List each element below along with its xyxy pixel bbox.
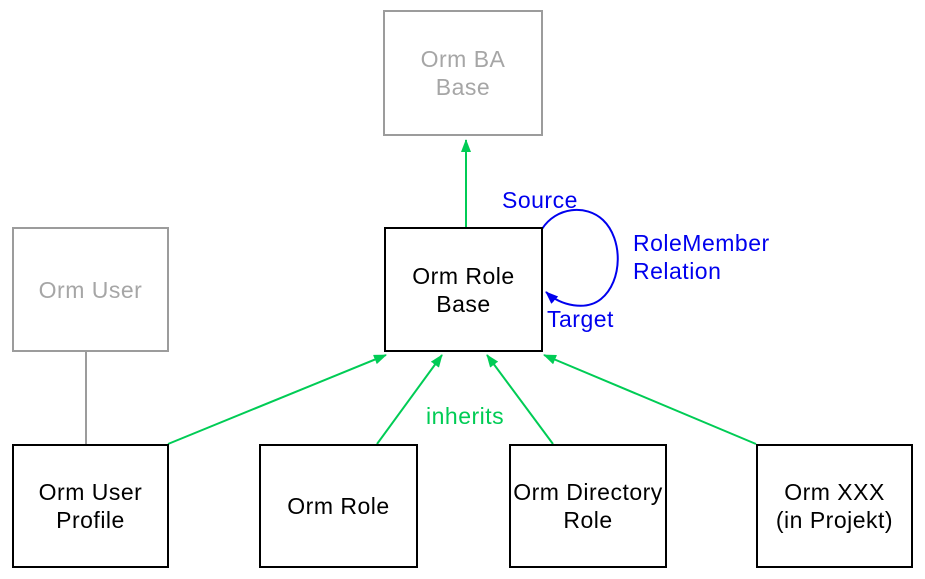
class-box-orm-user: Orm User	[12, 227, 169, 352]
rolemember-relation-self-loop	[541, 208, 619, 307]
relation-end-label-target: Target	[547, 306, 614, 332]
relation-name-label: RoleMember Relation	[633, 229, 770, 285]
relation-end-label-source: Source	[502, 187, 578, 213]
class-name-line: Orm Role	[287, 493, 390, 519]
arrow-ormuserprofile-to-ormrolebase	[167, 354, 387, 445]
arrow-ormdirectoryrole-to-ormrolebase	[486, 354, 554, 445]
class-name-line: (in Projekt)	[775, 507, 894, 533]
class-name-line: Base	[435, 74, 491, 100]
relation-name-line: Relation	[633, 258, 722, 284]
class-name-line: Orm BA	[420, 46, 506, 72]
class-name-line: Profile	[56, 507, 125, 533]
class-box-orm-role: Orm Role	[259, 444, 418, 568]
class-name-line: Orm XXX	[784, 479, 885, 505]
class-name-line: Orm Role	[412, 262, 515, 289]
class-name-line: Base	[436, 290, 491, 317]
class-name-line: Role	[563, 507, 613, 533]
class-name-line: Orm Directory	[513, 479, 663, 505]
arrow-ormxxx-to-ormrolebase	[543, 354, 757, 445]
class-box-orm-ba-base: Orm BA Base	[383, 10, 543, 136]
class-box-orm-role-base: Orm Role Base	[384, 227, 543, 352]
relation-name-line: RoleMember	[633, 230, 770, 256]
arrow-ormrole-to-ormrolebase	[376, 354, 443, 445]
class-name-line: Orm User	[38, 276, 143, 303]
class-name-line: Orm User	[38, 479, 143, 505]
class-box-orm-xxx: Orm XXX (in Projekt)	[756, 444, 913, 568]
class-box-orm-user-profile: Orm User Profile	[12, 444, 169, 568]
class-box-orm-directory-role: Orm Directory Role	[509, 444, 667, 568]
inherits-label: inherits	[426, 403, 505, 429]
